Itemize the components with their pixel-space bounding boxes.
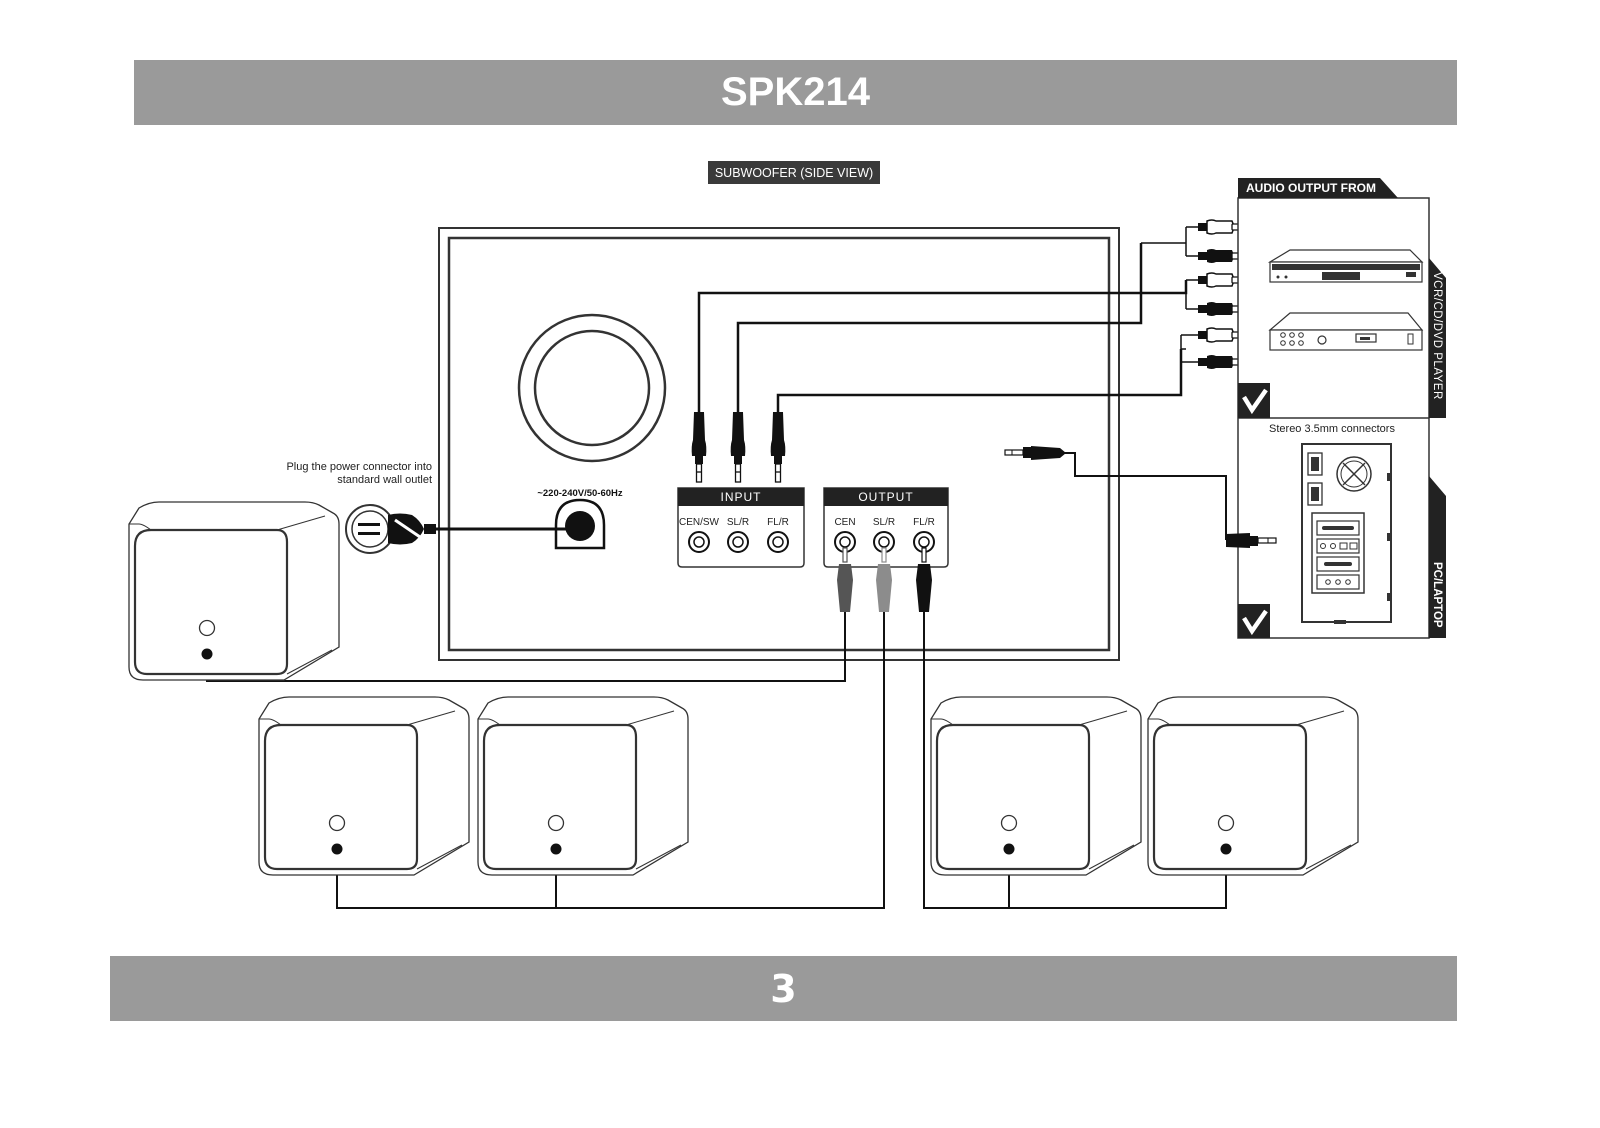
surround-left-speaker: [257, 695, 471, 877]
stereo-connectors-label: Stereo 3.5mm connectors: [1269, 423, 1395, 435]
check-icon: [1242, 609, 1268, 636]
input-port-sl-r[interactable]: [727, 531, 749, 553]
input-port-fl-r[interactable]: [767, 531, 789, 553]
center-speaker: [127, 500, 341, 682]
pc-tower-icon: [1301, 443, 1392, 624]
jack-output-fl-r: [916, 547, 932, 612]
jack-output-sl-r: [876, 547, 892, 612]
page-number: 3: [770, 966, 797, 1011]
power-socket-hole: [565, 511, 595, 541]
audio-source-panel: AUDIO OUTPUT FROM VCR/CD/DVD PLAYER PC/L…: [1237, 178, 1446, 639]
woofer-inner-ring: [533, 329, 651, 447]
power-plug: [345, 504, 436, 554]
model-title-band: SPK214: [134, 60, 1457, 125]
player-label: VCR/CD/DVD PLAYER: [1431, 272, 1443, 400]
input-header: [678, 488, 804, 506]
panel-title: AUDIO OUTPUT FROM: [1246, 181, 1376, 195]
subwoofer-view-label: SUBWOOFER (SIDE VIEW): [715, 166, 873, 180]
rca-branch-lines: [1141, 227, 1187, 362]
input-port-label-fl-r: FL/R: [767, 517, 789, 528]
input-port-cen-sw[interactable]: [688, 531, 710, 553]
stereo-jack-left: [1004, 446, 1066, 460]
check-icon: [1242, 388, 1268, 415]
pc-label: PC/LAPTOP: [1431, 562, 1443, 628]
input-label: INPUT: [721, 490, 762, 504]
output-header: [824, 488, 948, 506]
power-instruction-line2: standard wall outlet: [337, 474, 432, 486]
voltage-label: ~220-240V/50-60Hz: [537, 488, 623, 499]
stereo-jack-right: [1226, 533, 1277, 548]
model-title: SPK214: [721, 70, 870, 114]
cable-sl-r: [736, 243, 1143, 412]
vcr-icon: [1268, 312, 1424, 351]
cable-fl-r: [776, 349, 1183, 412]
surround-right-speaker: [476, 695, 690, 877]
panel-title-tab: [1238, 178, 1398, 198]
output-port-label-cen: CEN: [834, 517, 855, 528]
jack-output-cen: [837, 547, 853, 612]
subwoofer-view-label-box: [708, 161, 880, 184]
output-label: OUTPUT: [858, 490, 913, 504]
front-right-speaker: [1146, 695, 1360, 877]
input-port-label-cen-sw: CEN/SW: [679, 517, 720, 528]
power-instruction-line1: Plug the power connector into: [286, 461, 432, 473]
output-port-label-fl-r: FL/R: [913, 517, 935, 528]
input-port-label-sl-r: SL/R: [727, 517, 749, 528]
dvd-player-icon: [1267, 249, 1424, 283]
output-port-label-sl-r: SL/R: [873, 517, 895, 528]
subwoofer-inner-panel: [447, 236, 1111, 652]
front-left-speaker: [929, 695, 1143, 877]
stereo-cable: [1064, 452, 1227, 540]
page-number-band: 3: [110, 956, 1457, 1021]
